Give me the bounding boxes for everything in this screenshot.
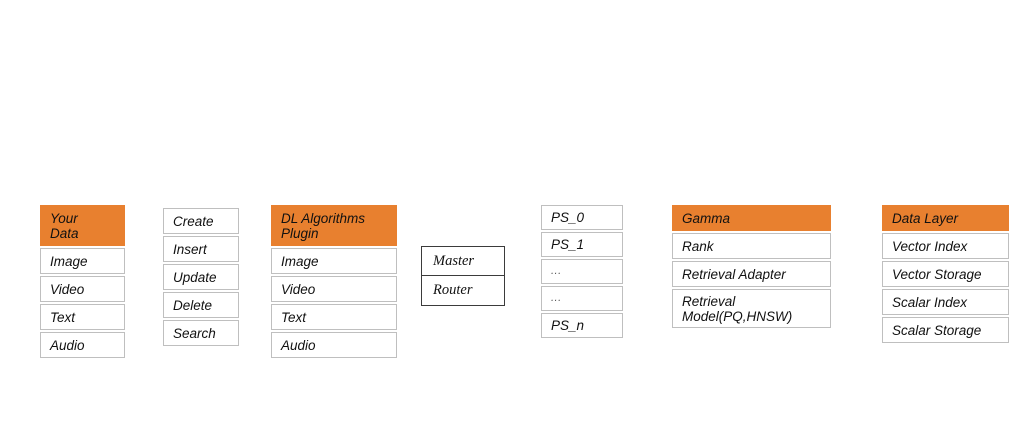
group-master-router: Master Router [421,246,505,306]
list-item[interactable]: Vector Index [882,233,1009,259]
list-item-router[interactable]: Router [422,276,504,305]
list-item[interactable]: PS_0 [541,205,623,230]
list-item[interactable]: Text [40,304,125,330]
group-data-layer: Data Layer Vector Index Vector Storage S… [882,205,1009,343]
list-item-ellipsis: ... [541,286,623,311]
group-ps-nodes: PS_0 PS_1 ... ... PS_n [541,205,623,338]
list-item[interactable]: Update [163,264,239,290]
list-item[interactable]: Scalar Storage [882,317,1009,343]
list-item[interactable]: PS_n [541,313,623,338]
list-item[interactable]: Retrieval Adapter [672,261,831,287]
list-item[interactable]: Audio [40,332,125,358]
group-operations: Create Insert Update Delete Search [163,208,239,346]
list-item[interactable]: Text [271,304,397,330]
list-item[interactable]: Create [163,208,239,234]
list-item[interactable]: Scalar Index [882,289,1009,315]
list-item[interactable]: Video [271,276,397,302]
group-header-gamma: Gamma [672,205,831,231]
group-header-data-layer: Data Layer [882,205,1009,231]
list-item[interactable]: Image [271,248,397,274]
group-gamma: Gamma Rank Retrieval Adapter Retrieval M… [672,205,831,328]
list-item[interactable]: PS_1 [541,232,623,257]
list-item[interactable]: Insert [163,236,239,262]
group-header-dl-algorithms-plugin: DL Algorithms Plugin [271,205,397,246]
list-item[interactable]: Retrieval Model(PQ,HNSW) [672,289,831,328]
group-your-data: Your Data Image Video Text Audio [40,205,125,358]
list-item[interactable]: Video [40,276,125,302]
list-item[interactable]: Vector Storage [882,261,1009,287]
list-item[interactable]: Search [163,320,239,346]
list-item[interactable]: Image [40,248,125,274]
list-item[interactable]: Audio [271,332,397,358]
list-item[interactable]: Delete [163,292,239,318]
group-dl-algorithms-plugin: DL Algorithms Plugin Image Video Text Au… [271,205,397,358]
list-item-master[interactable]: Master [422,247,504,276]
list-item-ellipsis: ... [541,259,623,284]
list-item[interactable]: Rank [672,233,831,259]
group-header-your-data: Your Data [40,205,125,246]
